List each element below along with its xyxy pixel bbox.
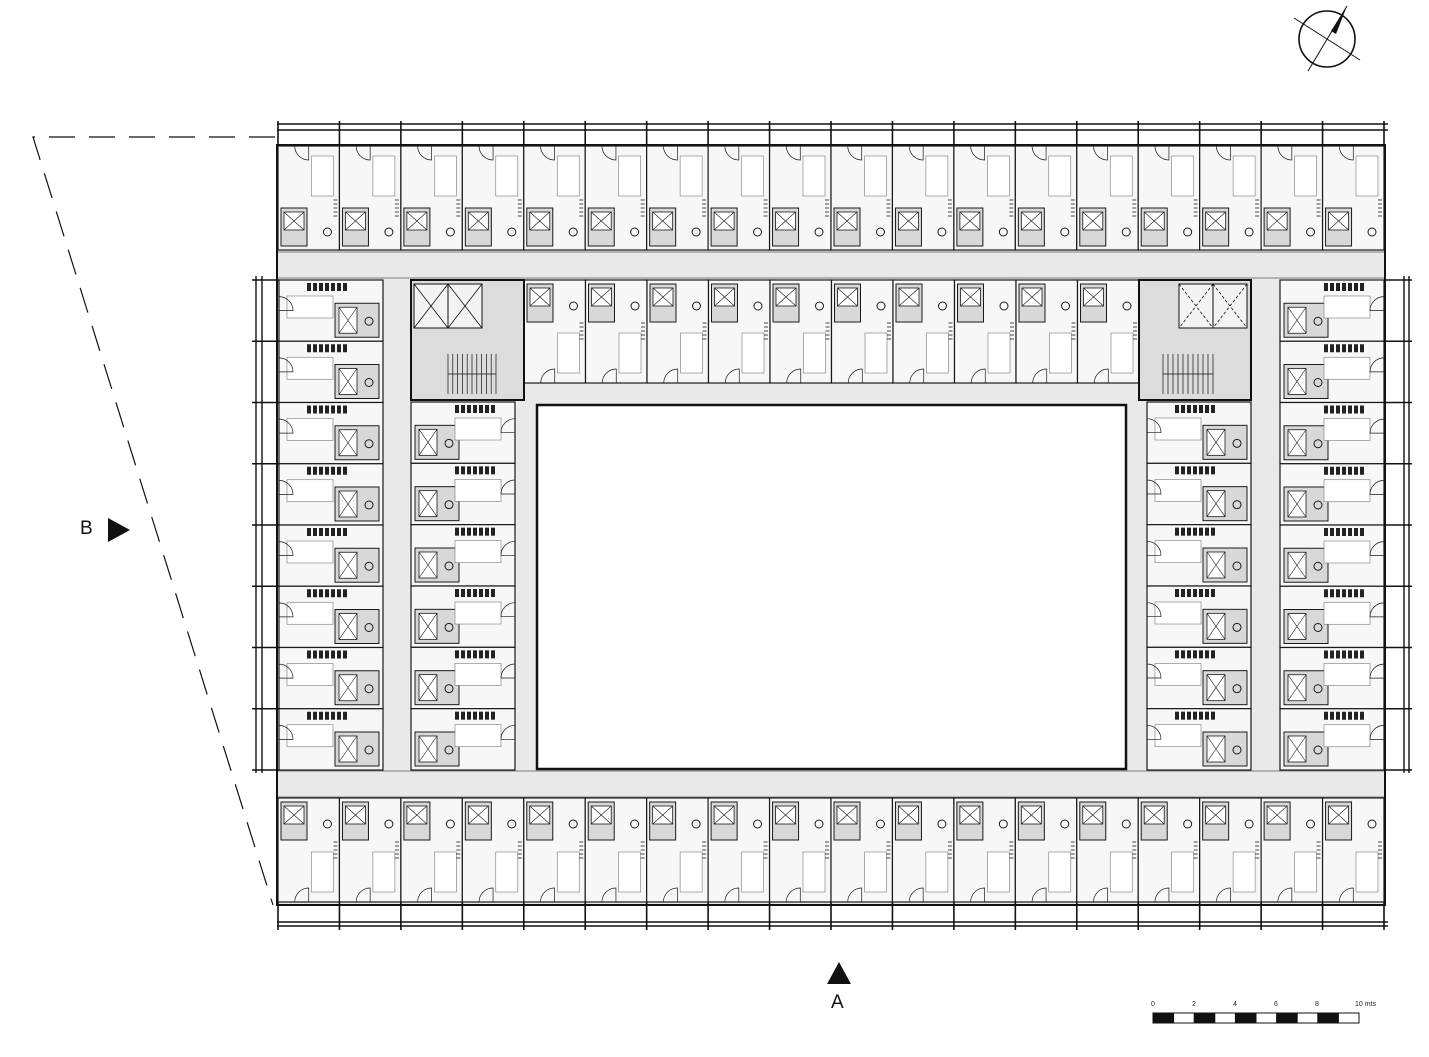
- stair-core-east: [1138, 279, 1252, 401]
- room-unit: [278, 463, 384, 526]
- room-unit: [400, 145, 463, 251]
- rooms-west-outer: [278, 279, 384, 771]
- room-unit: [830, 279, 894, 384]
- room-unit: [1279, 401, 1385, 465]
- room-unit: [278, 708, 384, 771]
- room-unit: [410, 524, 516, 587]
- room-unit: [523, 797, 586, 903]
- room-unit: [830, 797, 894, 903]
- courtyard: [535, 403, 1128, 771]
- room-unit: [1279, 524, 1385, 587]
- section-a-label: A: [831, 992, 844, 1013]
- scale-tick-label: 8: [1315, 1001, 1319, 1008]
- room-unit: [953, 145, 1016, 251]
- room-unit: [707, 279, 771, 384]
- room-unit: [1014, 797, 1078, 903]
- room-unit: [1015, 279, 1079, 384]
- room-unit: [1260, 797, 1324, 903]
- room-unit: [707, 145, 771, 251]
- stair-core-west: [410, 279, 525, 401]
- room-unit: [707, 797, 771, 903]
- section-cut-line: [32, 136, 275, 906]
- room-unit: [523, 279, 587, 384]
- room-unit: [1279, 340, 1385, 404]
- rooms-west-inner: [410, 401, 516, 771]
- rooms-south-wing: [277, 797, 1385, 903]
- room-unit: [1076, 145, 1139, 251]
- room-unit: [278, 585, 384, 649]
- room-unit: [1321, 145, 1385, 251]
- room-unit: [1279, 585, 1385, 649]
- room-unit: [584, 797, 648, 903]
- room-unit: [278, 279, 384, 342]
- scale-bar: [1152, 1012, 1360, 1024]
- room-unit: [1146, 524, 1252, 587]
- scale-tick-label: 6: [1274, 1001, 1278, 1008]
- room-unit: [953, 797, 1016, 903]
- room-unit: [1146, 585, 1252, 648]
- room-unit: [1076, 797, 1139, 903]
- room-unit: [1146, 646, 1252, 710]
- room-unit: [278, 524, 384, 587]
- room-unit: [1279, 463, 1385, 526]
- room-unit: [768, 797, 832, 903]
- room-unit: [461, 797, 525, 903]
- rooms-east-inner: [1146, 401, 1252, 771]
- room-unit: [584, 145, 648, 251]
- room-unit: [1279, 708, 1385, 771]
- room-unit: [1199, 797, 1262, 903]
- room-unit: [278, 401, 384, 465]
- room-unit: [646, 145, 709, 251]
- room-unit: [1076, 279, 1140, 384]
- room-unit: [1137, 145, 1201, 251]
- room-unit: [523, 145, 586, 251]
- room-unit: [953, 279, 1017, 384]
- room-unit: [461, 145, 525, 251]
- triangle-up-icon: [827, 962, 851, 984]
- scale-tick-label: 10 mts: [1355, 1001, 1377, 1008]
- scale-tick-label: 2: [1192, 1001, 1196, 1008]
- room-unit: [338, 797, 402, 903]
- room-unit: [892, 279, 956, 384]
- room-unit: [338, 145, 402, 251]
- room-unit: [410, 646, 516, 710]
- room-unit: [1199, 145, 1262, 251]
- room-unit: [277, 145, 341, 251]
- rooms-east-outer: [1279, 279, 1385, 771]
- room-unit: [1146, 401, 1252, 464]
- section-b-label: B: [80, 518, 93, 539]
- room-unit: [830, 145, 894, 251]
- room-unit: [410, 585, 516, 648]
- room-unit: [1137, 797, 1201, 903]
- north-arrow-icon: [1293, 5, 1361, 72]
- room-unit: [410, 462, 516, 526]
- room-unit: [1279, 279, 1385, 342]
- triangle-right-icon: [108, 518, 130, 542]
- room-unit: [646, 797, 709, 903]
- room-unit: [1321, 797, 1385, 903]
- room-unit: [1260, 145, 1324, 251]
- room-unit: [891, 797, 955, 903]
- room-unit: [278, 340, 384, 404]
- room-unit: [277, 797, 341, 903]
- room-unit: [1279, 646, 1385, 710]
- room-unit: [769, 279, 833, 384]
- scale-tick-label: 4: [1233, 1001, 1237, 1008]
- structural-grid: [252, 121, 1412, 930]
- room-unit: [1014, 145, 1078, 251]
- room-unit: [584, 279, 648, 384]
- room-unit: [768, 145, 832, 251]
- room-unit: [646, 279, 710, 384]
- room-unit: [400, 797, 463, 903]
- room-unit: [1146, 708, 1252, 771]
- scale-tick-label: 0: [1151, 1001, 1155, 1008]
- rooms-north-wing: [277, 145, 1385, 251]
- room-unit: [410, 401, 516, 464]
- room-unit: [891, 145, 955, 251]
- room-unit: [1146, 462, 1252, 526]
- room-unit: [278, 646, 384, 710]
- rooms-inner-north: [523, 279, 1140, 384]
- room-unit: [410, 708, 516, 771]
